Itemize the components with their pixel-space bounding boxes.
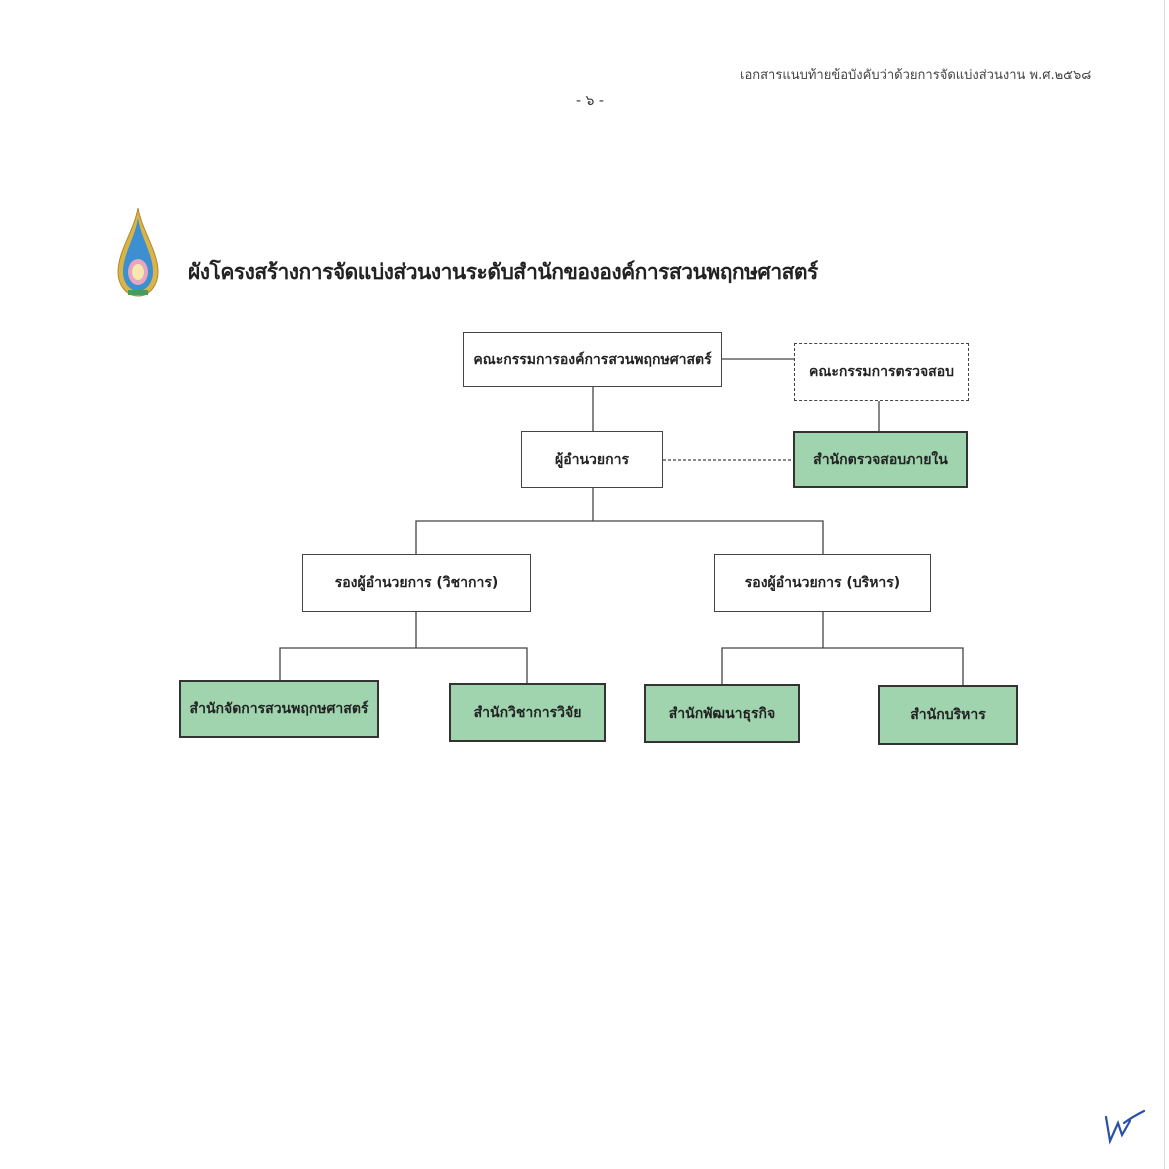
office-box: สำนักพัฒนาธุรกิจ	[644, 684, 800, 743]
director-label: ผู้อำนวยการ	[555, 451, 629, 468]
audit-committee-label: คณะกรรมการตรวจสอบ	[809, 364, 954, 380]
office-label: สำนักวิชาการวิจัย	[473, 704, 582, 721]
office-label: สำนักพัฒนาธุรกิจ	[668, 705, 776, 722]
board-box: คณะกรรมการองค์การสวนพฤกษศาสตร์	[463, 332, 722, 387]
deputy-admin-box: รองผู้อำนวยการ (บริหาร)	[714, 554, 931, 612]
office-box: สำนักวิชาการวิจัย	[449, 683, 606, 742]
internal-audit-office-label: สำนักตรวจสอบภายใน	[813, 451, 948, 468]
deputy-academic-label: รองผู้อำนวยการ (วิชาการ)	[334, 575, 499, 591]
office-box: สำนักจัดการสวนพฤกษศาสตร์	[179, 680, 379, 738]
admin-branch-line	[721, 647, 964, 685]
deputy-admin-label: รองผู้อำนวยการ (บริหาร)	[744, 575, 901, 591]
academic-branch-line	[279, 647, 528, 683]
document-reference: เอกสารแนบท้ายข้อบังคับว่าด้วยการจัดแบ่งส…	[740, 68, 1092, 83]
board-label: คณะกรรมการองค์การสวนพฤกษศาสตร์	[473, 351, 712, 368]
internal-audit-office-box: สำนักตรวจสอบภายใน	[793, 431, 968, 488]
deputies-branch-line	[415, 520, 824, 554]
office-label: สำนักจัดการสวนพฤกษศาสตร์	[189, 701, 369, 717]
page-title: ผังโครงสร้างการจัดแบ่งส่วนงานระดับสำนักข…	[188, 260, 818, 284]
organization-logo	[116, 206, 160, 302]
page-number: - ๖ -	[576, 93, 604, 109]
audit-committee-box: คณะกรรมการตรวจสอบ	[794, 343, 969, 401]
office-box: สำนักบริหาร	[878, 685, 1018, 745]
signature-initial	[1104, 1109, 1146, 1145]
deputy-academic-box: รองผู้อำนวยการ (วิชาการ)	[302, 554, 531, 612]
office-label: สำนักบริหาร	[910, 707, 986, 723]
scan-edge	[1164, 0, 1165, 1169]
director-box: ผู้อำนวยการ	[521, 431, 663, 488]
